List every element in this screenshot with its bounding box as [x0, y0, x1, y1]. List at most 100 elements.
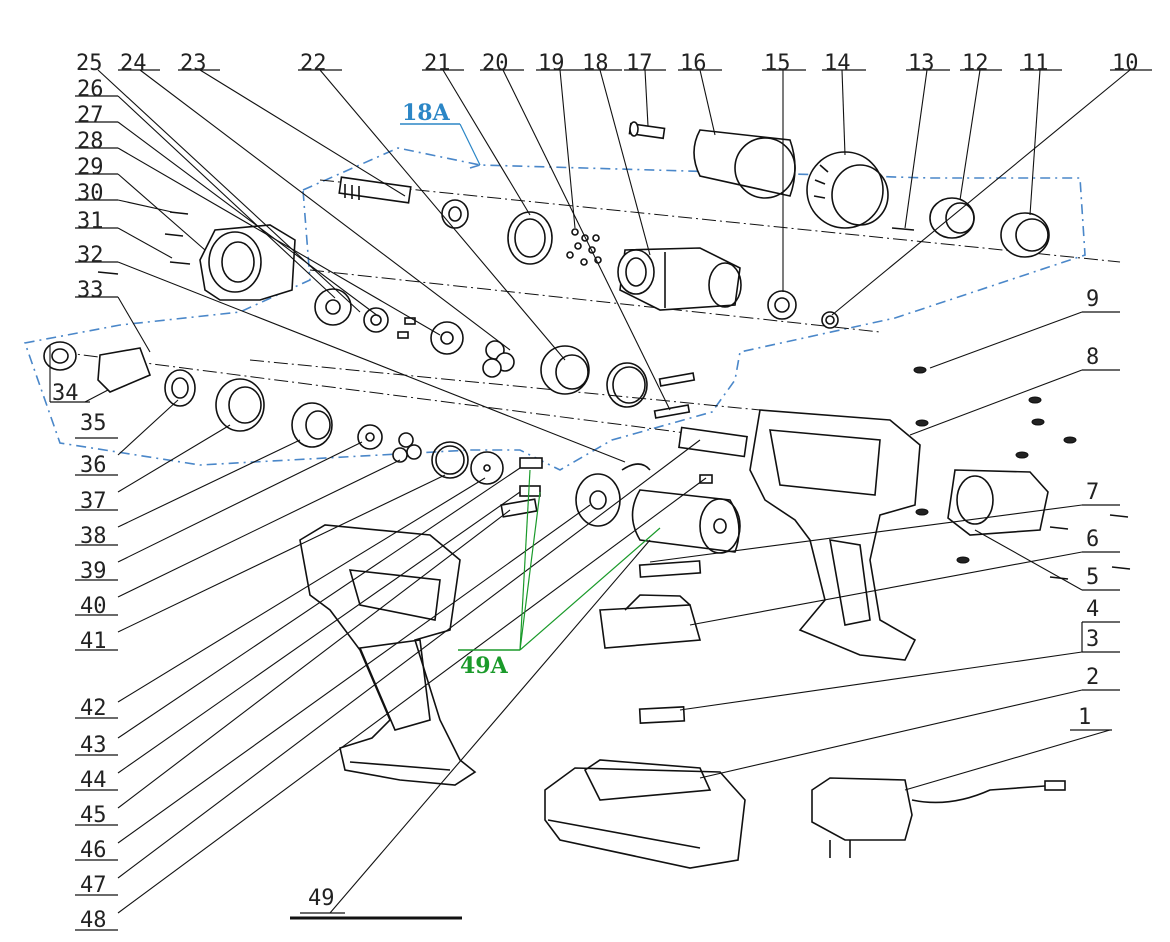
part-number-label: 15 — [764, 51, 791, 76]
part-number-label: 36 — [80, 453, 107, 478]
part-number-label: 19 — [538, 51, 565, 76]
part-screws-left — [97, 211, 191, 275]
part-number-label: 4 — [1086, 597, 1099, 622]
part-carrier-26 — [363, 307, 389, 333]
part-number-label: 8 — [1086, 345, 1099, 370]
part-number-label: 45 — [80, 803, 107, 828]
part-bearing-small — [441, 199, 469, 229]
part-housing-right — [749, 409, 921, 661]
part-bearing-15 — [767, 290, 797, 320]
axis-line-lower — [59, 351, 741, 441]
group-label-49a: 49A — [460, 653, 509, 679]
part-number-label: 35 — [80, 411, 107, 436]
part-housing-left — [299, 524, 477, 786]
part-number-label: 25 — [76, 51, 103, 76]
part-number-label: 2 — [1086, 665, 1099, 690]
part-clip-3 — [638, 706, 686, 724]
part-motor — [631, 489, 741, 554]
group-49a-leader-2 — [519, 491, 541, 651]
part-number-label: 12 — [962, 51, 989, 76]
part-number-label: 1 — [1078, 705, 1091, 730]
part-number-label: 31 — [77, 209, 104, 234]
part-number-label: 7 — [1086, 480, 1099, 505]
part-cap-34 — [43, 341, 77, 371]
part-number-label: 46 — [80, 838, 107, 863]
left-underlines — [50, 95, 345, 931]
part-number-label: 23 — [180, 51, 207, 76]
part-number-label: 38 — [80, 524, 107, 549]
part-number-label: 40 — [80, 594, 107, 619]
part-number-label: 24 — [120, 51, 147, 76]
right-underlines — [1070, 311, 1120, 731]
part-screws-right — [913, 366, 1131, 580]
part-number-label: 11 — [1022, 51, 1049, 76]
part-number-label: 34 — [52, 381, 79, 406]
part-number-label: 14 — [824, 51, 851, 76]
part-small-blocks — [638, 474, 713, 578]
part-number-label: 30 — [77, 181, 104, 206]
axis-line-upper — [319, 179, 1121, 263]
part-front-cover — [693, 129, 796, 199]
part-number-label: 28 — [77, 129, 104, 154]
part-number-label: 47 — [80, 873, 107, 898]
part-number-label: 21 — [424, 51, 451, 76]
group-49a-leader-1 — [519, 469, 531, 651]
part-spring-clip — [621, 463, 651, 471]
part-switch-cover — [678, 426, 748, 458]
left-number-labels: 2627282930313233343536373839404142434445… — [52, 77, 107, 933]
group-49a-leader-3 — [519, 527, 661, 651]
part-switch — [599, 594, 702, 649]
part-spindle — [338, 176, 412, 204]
part-carrier-39 — [357, 424, 383, 450]
part-number-label: 16 — [680, 51, 707, 76]
part-number-label: 37 — [80, 489, 107, 514]
right-number-labels: 9 8 7 6 5 4 3 2 1 — [1078, 287, 1099, 730]
part-screw-17 — [628, 121, 666, 140]
group-18a-leader — [459, 123, 481, 166]
part-o-ring-41 — [431, 441, 469, 479]
part-battery — [544, 759, 746, 869]
part-number-label: 26 — [77, 77, 104, 102]
part-ring-11 — [1000, 212, 1050, 258]
part-ring-gear-top — [507, 211, 553, 265]
part-carrier-27 — [314, 288, 352, 326]
part-gear-housing — [617, 247, 742, 311]
part-bearing-38 — [291, 402, 333, 448]
group-18a-inner-line — [469, 164, 481, 169]
axis-line-bottom — [249, 359, 761, 411]
part-number-label: 29 — [77, 155, 104, 180]
part-number-label: 48 — [80, 908, 107, 933]
part-number-label: 20 — [482, 51, 509, 76]
part-number-label: 10 — [1112, 51, 1139, 76]
part-pin-13 — [891, 227, 915, 231]
part-motor-plate — [575, 473, 621, 527]
part-number-label: 6 — [1086, 527, 1099, 552]
part-motor-cover — [947, 469, 1049, 536]
part-gear-36 — [164, 369, 196, 407]
part-number-label: 41 — [80, 629, 107, 654]
part-number-label: 39 — [80, 559, 107, 584]
part-number-label: 3 — [1086, 627, 1099, 652]
part-number-label: 5 — [1086, 565, 1099, 590]
part-number-label: 32 — [77, 243, 104, 268]
part-number-label: 42 — [80, 696, 107, 721]
part-clip-35 — [97, 347, 152, 393]
part-planet-gears-24 — [482, 340, 515, 378]
bottom-number-label: 49 — [308, 886, 335, 911]
part-pins-small — [397, 317, 416, 339]
part-number-label: 9 — [1086, 287, 1099, 312]
part-number-label: 18 — [582, 51, 609, 76]
part-brush-holder — [500, 457, 543, 518]
part-number-label: 44 — [80, 768, 107, 793]
part-number-label: 13 — [908, 51, 935, 76]
part-carrier-25 — [430, 321, 464, 355]
part-gearbox-cover — [199, 224, 296, 301]
part-washer-10 — [821, 311, 839, 329]
group-18a-outline — [23, 147, 1086, 471]
part-number-label: 43 — [80, 733, 107, 758]
part-washer-42 — [470, 451, 504, 485]
part-charger — [811, 777, 1066, 858]
part-ring-gear-lower — [540, 345, 590, 395]
part-clutch-ring — [806, 151, 889, 229]
